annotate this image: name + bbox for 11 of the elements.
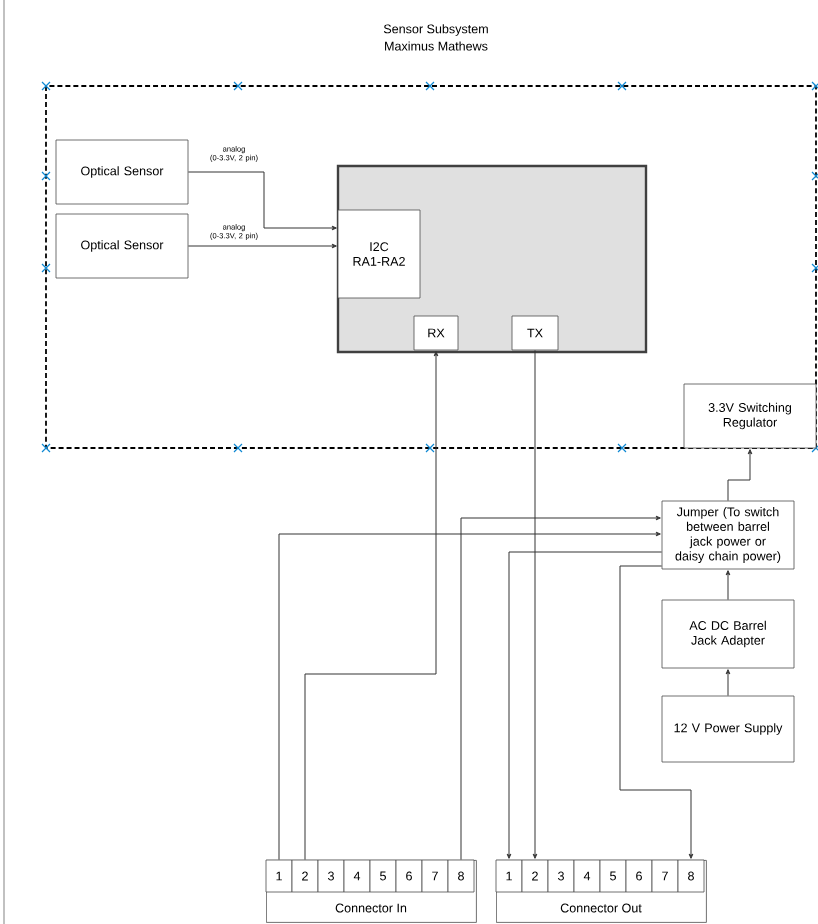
arrow: [532, 349, 538, 859]
arrow: [506, 551, 663, 859]
arrow: [187, 243, 337, 249]
arrow: [278, 531, 661, 861]
arrow: [187, 171, 337, 231]
arrow: [725, 669, 731, 697]
arrow: [727, 449, 753, 502]
arrow: [725, 570, 731, 601]
arrow: [619, 565, 694, 859]
arrow: [304, 351, 439, 861]
arrow: [460, 515, 661, 861]
